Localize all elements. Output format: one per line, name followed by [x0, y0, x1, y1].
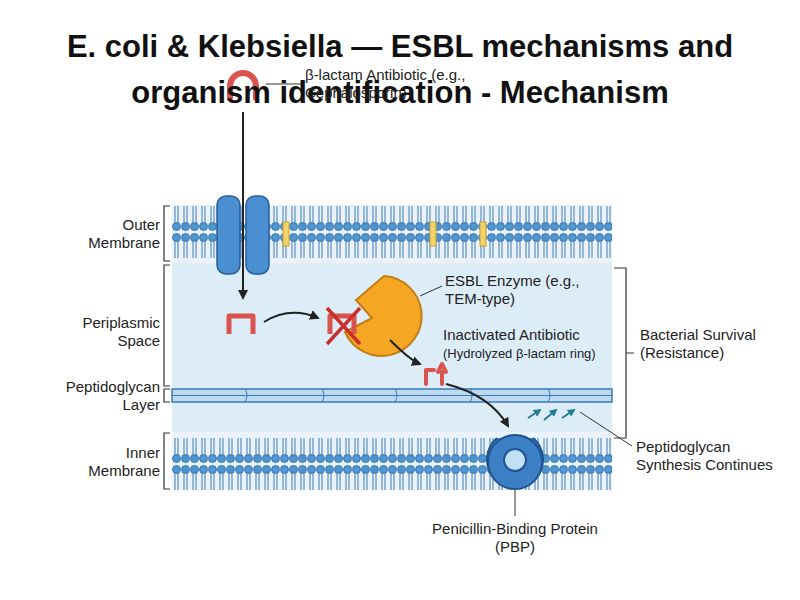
callout-label: ESBL Enzyme (e.g., TEM-type)	[445, 272, 610, 308]
membrane-protein	[480, 222, 486, 246]
synthesis-arrow	[528, 410, 540, 418]
flow-arrow	[446, 384, 508, 426]
flow-arrow	[264, 313, 318, 322]
flow-arrow	[242, 112, 244, 298]
pbp-active-site	[504, 449, 526, 471]
bracket	[164, 433, 170, 489]
leader-line	[420, 286, 442, 296]
peptidoglycan-crosslink	[245, 389, 550, 402]
hydrolyzed-antibiotic	[426, 364, 446, 384]
layer-label: Inner Membrane	[56, 444, 160, 480]
porin-channel	[246, 196, 269, 274]
leader-line	[580, 412, 632, 446]
peptidoglycan-layer	[172, 389, 612, 402]
bracket	[164, 206, 170, 261]
leader-line	[515, 490, 516, 516]
porin-channel	[217, 196, 240, 274]
callout-label: Inactivated Antibiotic	[443, 326, 613, 344]
antibiotic-molecule	[229, 316, 253, 334]
layer-label: Peptidoglycan Layer	[40, 378, 160, 414]
bracket	[164, 265, 170, 386]
inner-membrane	[172, 432, 612, 490]
callout-label: Peptidoglycan Synthesis Continues	[636, 438, 786, 474]
callout-note: (Hydrolyzed β-lactam ring)	[443, 345, 618, 362]
membrane-protein	[430, 222, 436, 246]
inner-membrane-fill	[172, 432, 612, 490]
callout-label: Penicillin-Binding Protein (PBP)	[430, 520, 600, 556]
penicillin-binding-protein	[488, 435, 542, 489]
cross-mark	[327, 308, 360, 344]
synthesis-arrow	[544, 410, 556, 420]
layer-label: Periplasmic Space	[56, 314, 160, 350]
flow-arrow	[390, 340, 420, 364]
synthesis-arrow	[562, 410, 574, 418]
callout-label: β-lactam Antibiotic (e.g., Cephalosporin…	[305, 66, 495, 102]
bracket	[164, 389, 170, 402]
layer-label: Outer Membrane	[56, 216, 160, 252]
bracket	[614, 268, 634, 438]
outcome-label: Bacterial Survival (Resistance)	[640, 326, 770, 362]
peptidoglycan-strand	[172, 395, 612, 396]
membrane-protein	[283, 222, 289, 246]
